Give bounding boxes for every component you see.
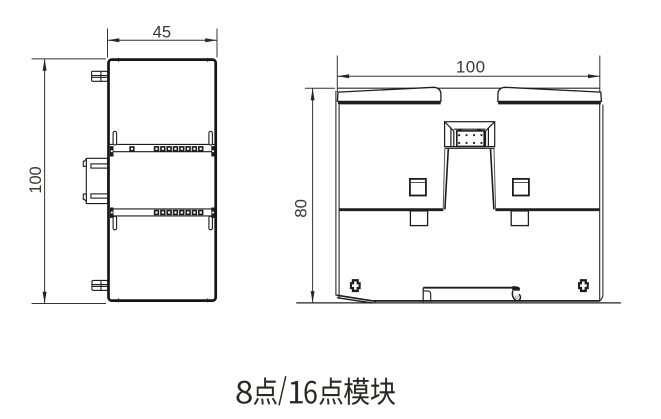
svg-text:100: 100 bbox=[456, 57, 486, 76]
svg-text:80: 80 bbox=[292, 199, 311, 218]
svg-text:100: 100 bbox=[27, 166, 45, 193]
svg-text:45: 45 bbox=[153, 23, 171, 42]
